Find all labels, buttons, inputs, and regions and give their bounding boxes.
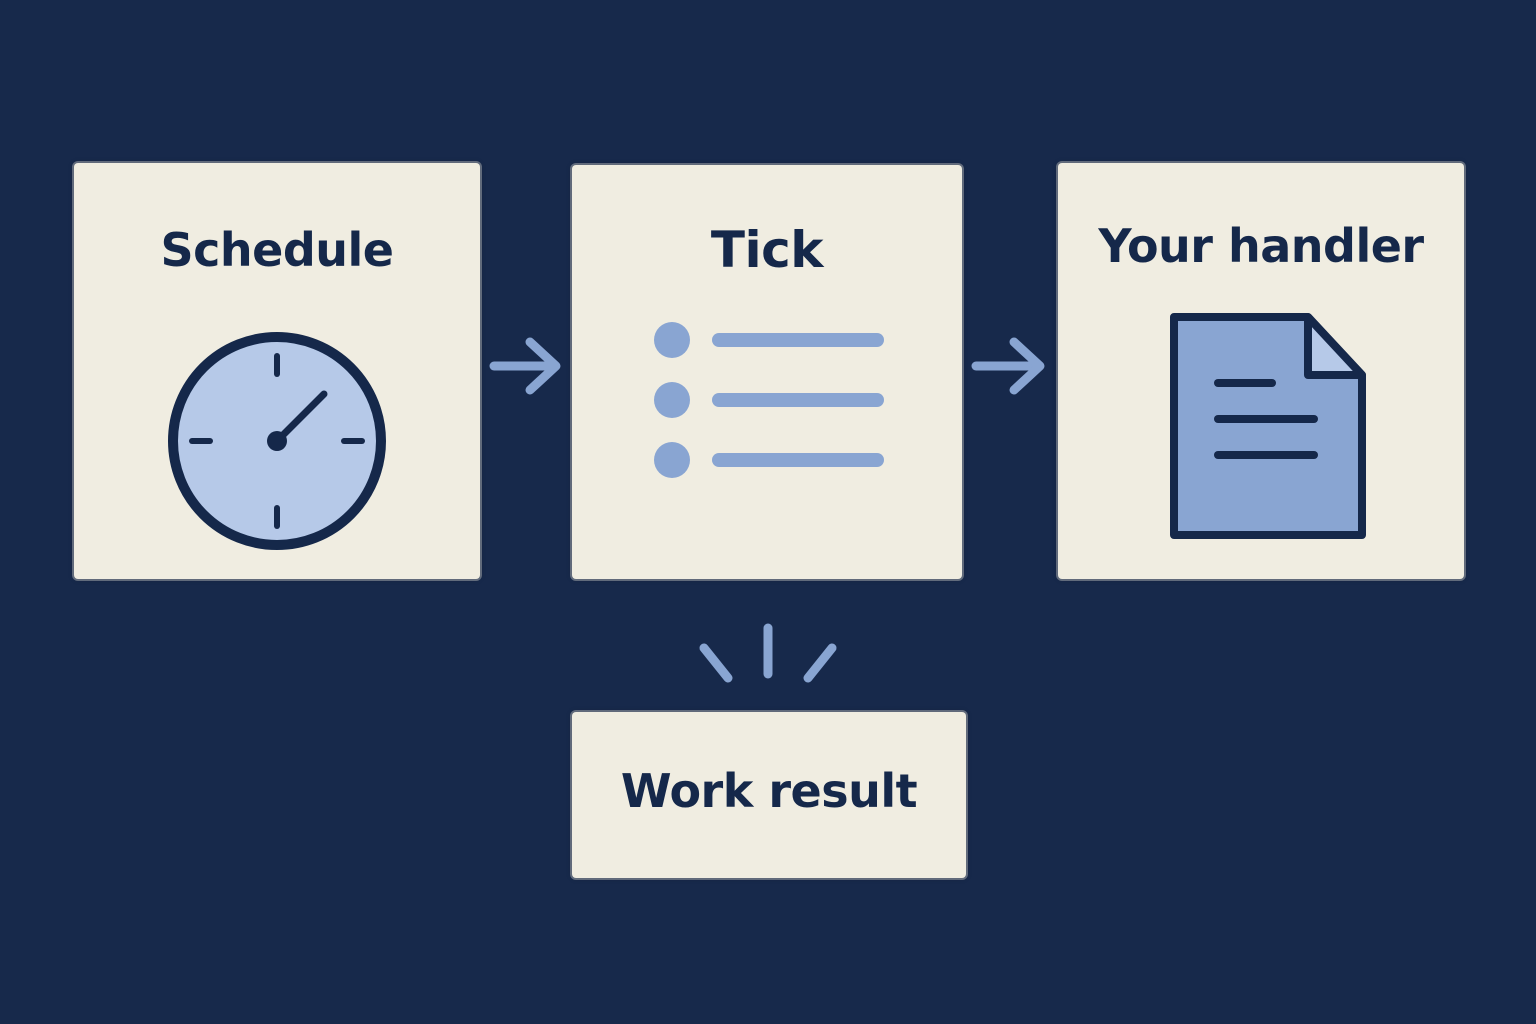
work-result-card: Work result <box>572 712 966 878</box>
schedule-title: Schedule <box>160 223 395 277</box>
clock-icon <box>168 332 386 550</box>
work-result-title: Work result <box>620 764 918 818</box>
handler-card: Your handler <box>1058 163 1464 579</box>
schedule-card: Schedule <box>74 163 480 579</box>
burst-icon <box>699 623 837 683</box>
tick-title: Tick <box>710 221 824 279</box>
arrow-tick-to-handler <box>971 337 1045 395</box>
handler-title: Your handler <box>1098 219 1424 273</box>
list-icon <box>654 322 884 478</box>
arrow-schedule-to-tick <box>489 337 561 395</box>
document-icon <box>1170 313 1366 539</box>
tick-card: Tick <box>572 165 962 579</box>
